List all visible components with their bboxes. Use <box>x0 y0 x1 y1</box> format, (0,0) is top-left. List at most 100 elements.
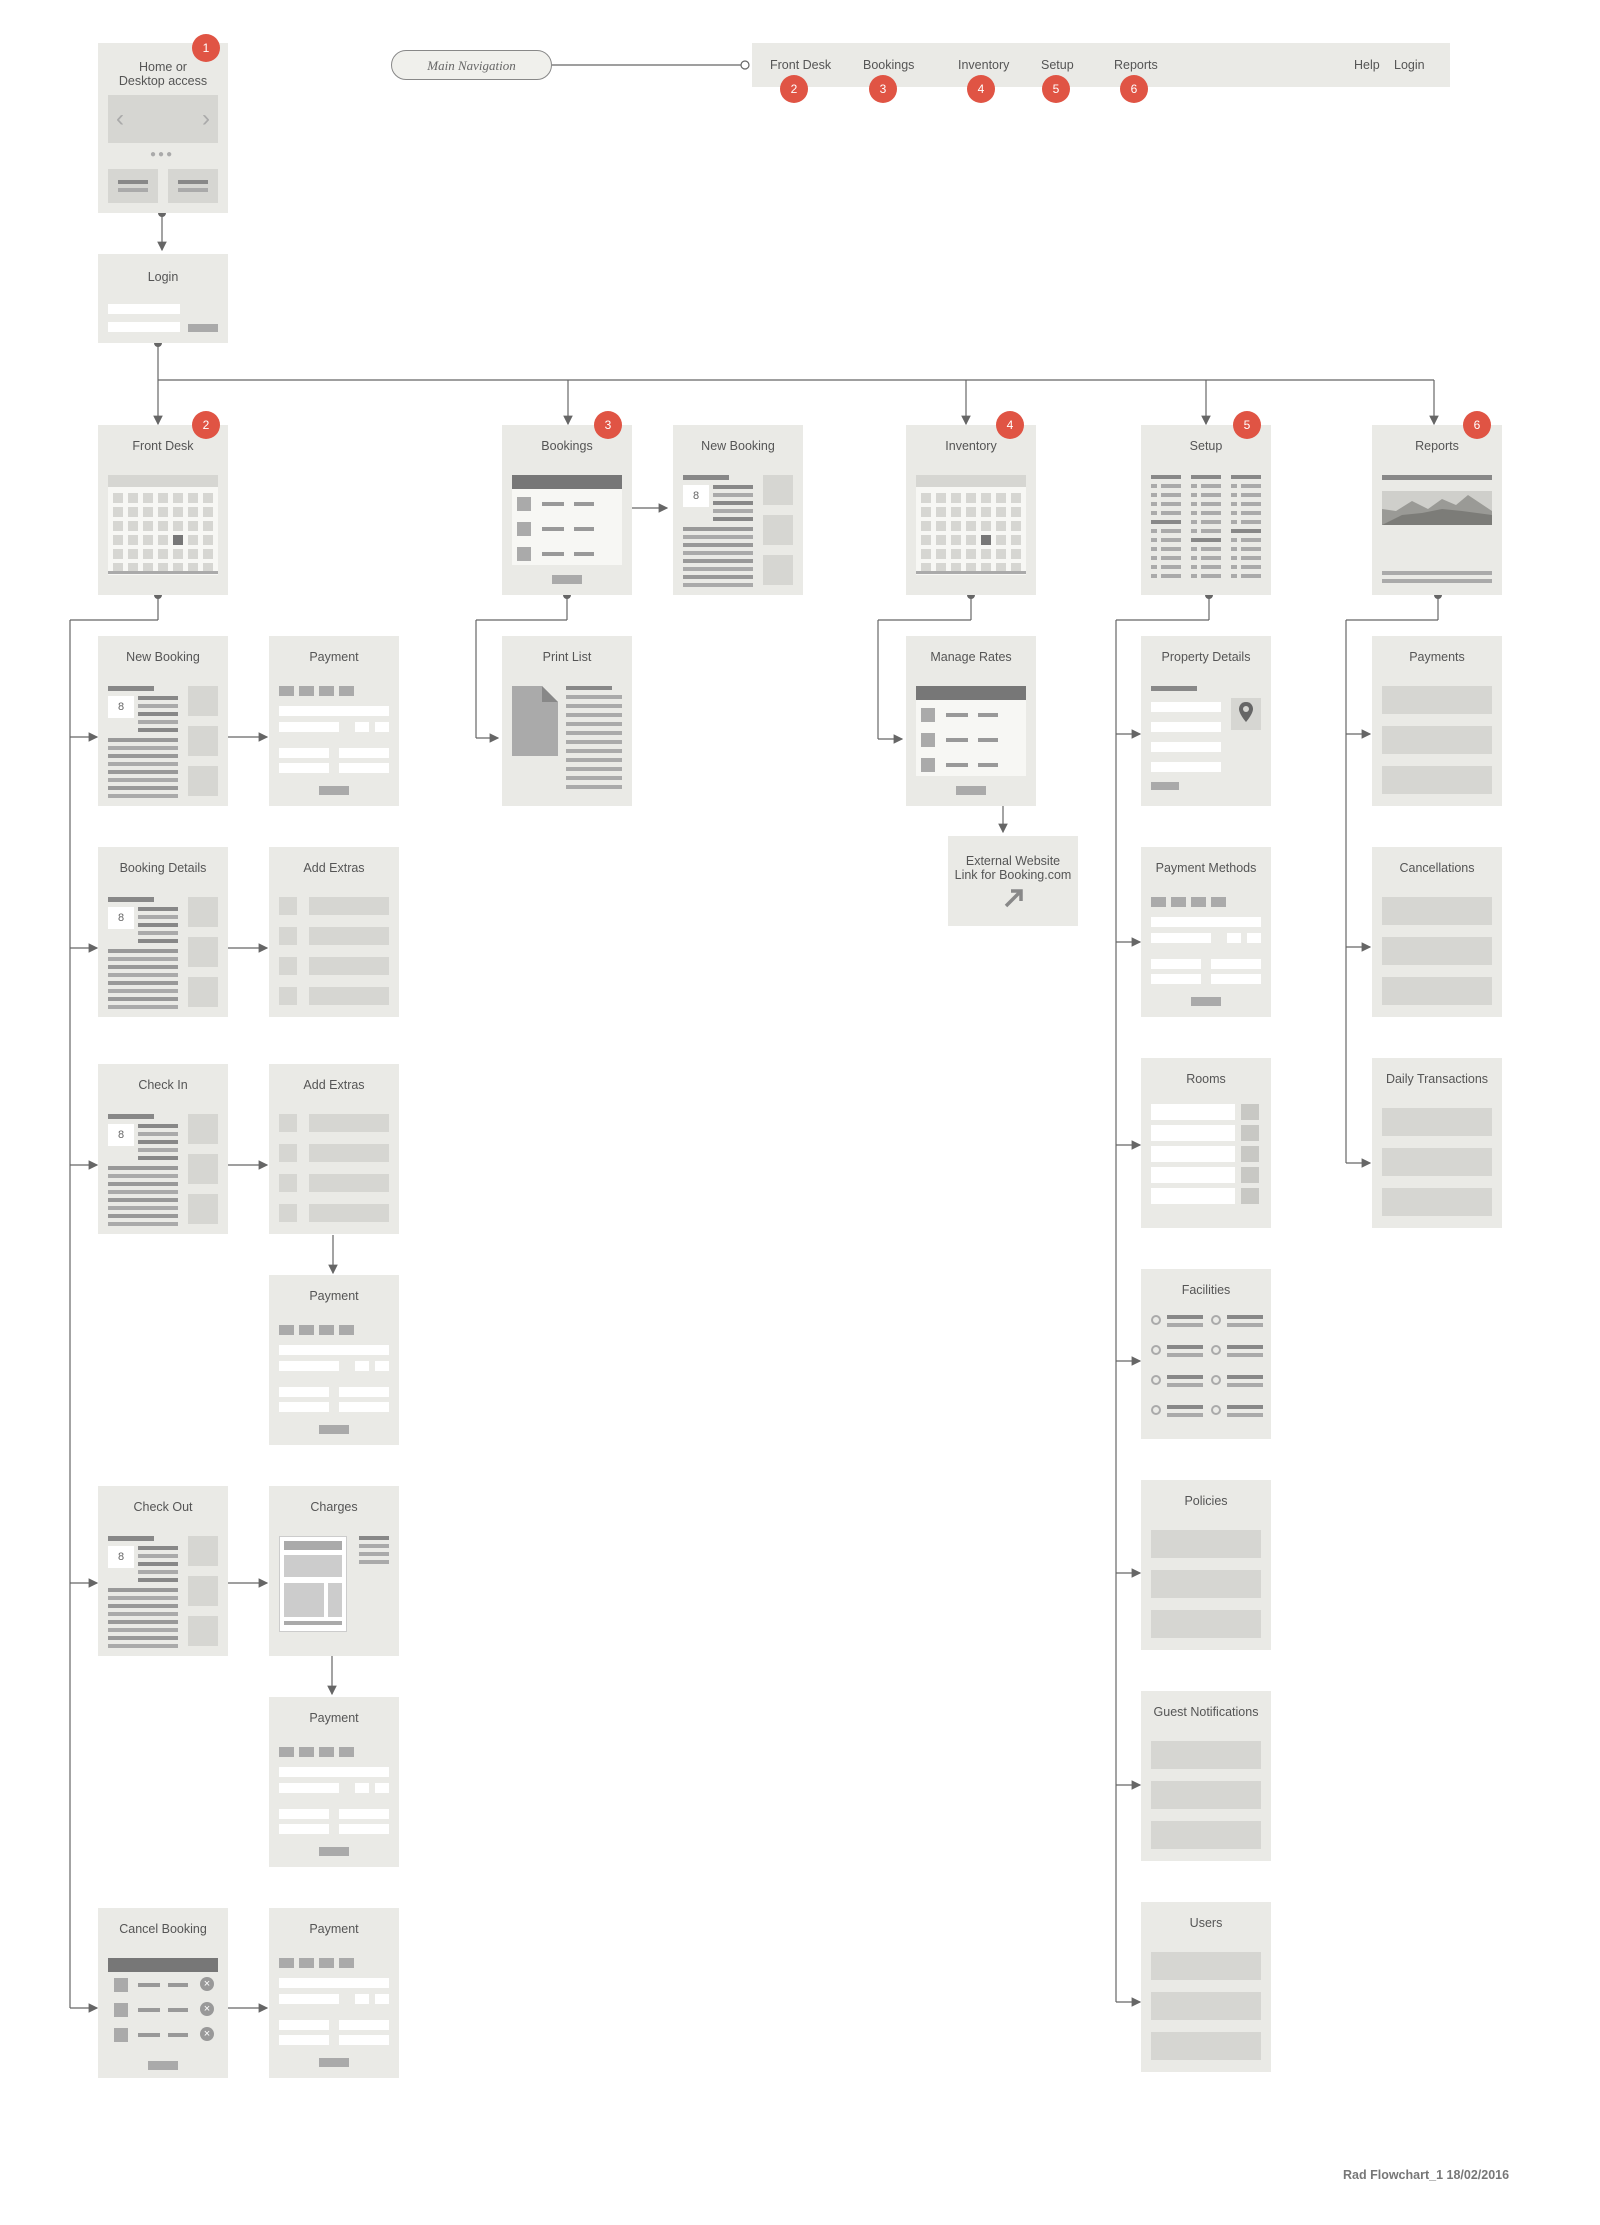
calendar-footer <box>916 571 1026 574</box>
card-type-chip <box>279 1747 294 1757</box>
nav-item-front-desk[interactable]: Front Desk <box>770 58 832 72</box>
form-line <box>683 567 753 571</box>
calendar-day <box>173 563 183 573</box>
setup-line <box>1241 511 1261 515</box>
input-line <box>279 722 339 732</box>
rooms-list <box>1151 1100 1261 1210</box>
home-tile <box>108 169 158 203</box>
calendar-day <box>951 563 961 573</box>
setup-bullet <box>1231 484 1237 488</box>
setup-line <box>1201 556 1221 560</box>
form-line <box>713 485 753 489</box>
card-type-chip <box>1151 897 1166 907</box>
close-icon: × <box>200 2002 214 2016</box>
input-line <box>279 706 389 716</box>
form-line <box>138 923 178 927</box>
form-line <box>108 1636 178 1640</box>
input-line <box>279 1402 329 1412</box>
calendar-day <box>966 549 976 559</box>
nav-item-bookings[interactable]: Bookings <box>863 58 915 72</box>
setup-line <box>1161 547 1181 551</box>
content-block <box>1382 1188 1492 1216</box>
form-line <box>138 1132 178 1136</box>
calendar-day <box>951 549 961 559</box>
area-chart-thumbnail <box>1382 491 1492 525</box>
text-line <box>566 740 622 744</box>
calendar-day <box>203 493 213 503</box>
setup-bullet <box>1151 502 1157 506</box>
input-line <box>339 1824 389 1834</box>
calendar-grid <box>916 475 1026 575</box>
card-title: Payments <box>1409 650 1465 664</box>
booking-thumb <box>114 2028 128 2042</box>
calendar-day <box>981 493 991 503</box>
input-line <box>339 1809 389 1819</box>
main-navigation-bar: Front Desk Bookings Inventory Setup Repo… <box>752 43 1450 87</box>
calendar-day <box>113 549 123 559</box>
facility-line <box>1227 1323 1263 1327</box>
payment-methods-card: Payment Methods <box>1141 847 1271 1017</box>
side-block <box>188 1114 218 1144</box>
calendar-day <box>921 535 931 545</box>
calendar-day <box>921 507 931 517</box>
calendar-day <box>1011 521 1021 531</box>
manage-rates-card: Manage Rates <box>906 636 1036 806</box>
form-line <box>138 915 178 919</box>
card-title: Charges <box>310 1500 358 1514</box>
username-field <box>108 304 180 314</box>
setup-line <box>1161 574 1181 578</box>
setup-line <box>1231 475 1261 479</box>
calendar-day <box>113 507 123 517</box>
nav-item-help[interactable]: Help <box>1354 58 1380 72</box>
step-badge: 1 <box>192 34 220 62</box>
nav-item-reports[interactable]: Reports <box>1114 58 1158 72</box>
calendar-header <box>916 475 1026 487</box>
form-line <box>108 762 178 766</box>
nav-item-inventory[interactable]: Inventory <box>958 58 1010 72</box>
nav-item-login[interactable]: Login <box>1394 58 1425 72</box>
nav-item-setup[interactable]: Setup <box>1041 58 1074 72</box>
input-line <box>279 2020 329 2030</box>
setup-bullet <box>1191 520 1197 524</box>
setup-bullet <box>1151 574 1157 578</box>
card-type-chip <box>339 686 354 696</box>
form-heading <box>108 1536 154 1541</box>
facility-line <box>1227 1383 1263 1387</box>
setup-bullet <box>1231 565 1237 569</box>
card-title: Inventory <box>945 439 997 453</box>
input-line <box>355 1994 369 2004</box>
calendar-day <box>996 507 1006 517</box>
extra-check <box>279 987 297 1005</box>
content-block <box>1151 1741 1261 1769</box>
calendar-day <box>966 493 976 503</box>
form-line <box>683 535 753 539</box>
calendar-day <box>921 563 931 573</box>
text-line <box>566 776 622 780</box>
step-badge: 3 <box>594 411 622 439</box>
external-website-card: External Website Link for Booking.com <box>948 836 1078 926</box>
form-line <box>108 1174 178 1178</box>
calendar-day <box>188 521 198 531</box>
extra-check <box>279 927 297 945</box>
payment-card: Payment <box>269 1908 399 2078</box>
form-line <box>683 559 753 563</box>
date-chip: 8 <box>108 696 134 718</box>
setup-line <box>1241 493 1261 497</box>
form-line <box>108 1190 178 1194</box>
nav-badge: 6 <box>1120 75 1148 103</box>
payments-report-card: Payments <box>1372 636 1502 806</box>
input-line <box>279 1978 389 1988</box>
side-block <box>763 515 793 545</box>
calendar-day <box>158 535 168 545</box>
step-badge: 2 <box>192 411 220 439</box>
content-block <box>1151 1530 1261 1558</box>
setup-bullet <box>1231 547 1237 551</box>
password-field <box>108 322 180 332</box>
calendar-day <box>936 535 946 545</box>
form-line <box>713 517 753 521</box>
payment-card: Payment <box>269 1275 399 1445</box>
room-row <box>1151 1188 1235 1204</box>
facility-line <box>1167 1405 1203 1409</box>
form-line <box>683 543 753 547</box>
setup-bullet <box>1151 556 1157 560</box>
